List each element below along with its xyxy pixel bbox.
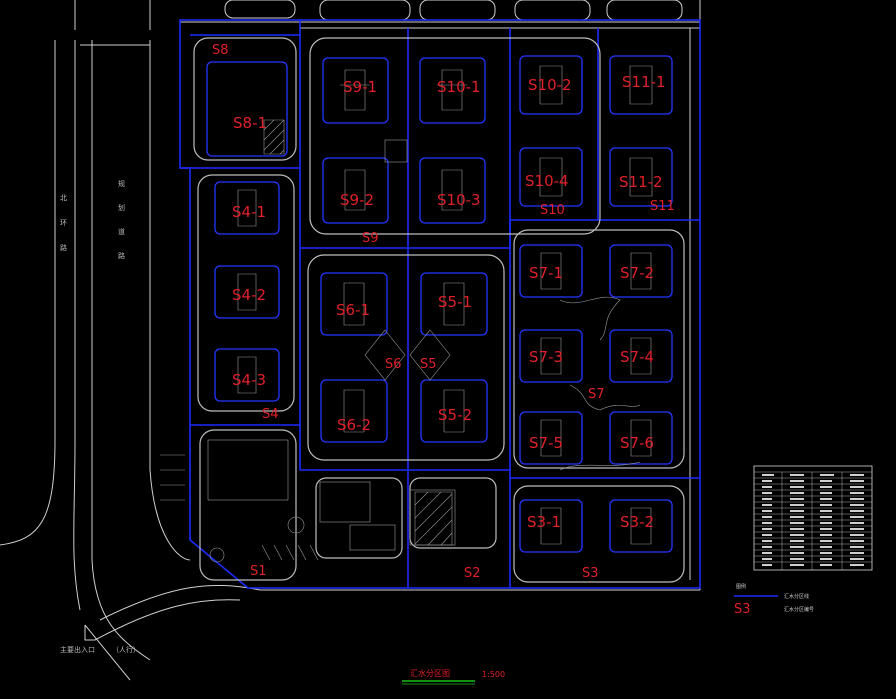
hatched-areas xyxy=(160,119,453,561)
subzone-label: S9-2 xyxy=(340,191,374,209)
zone-label-S8: S8 xyxy=(212,43,229,58)
zone-boundaries xyxy=(179,19,701,589)
entrance-label: 主要出入口 xyxy=(60,645,95,654)
zone-label-S4: S4 xyxy=(262,407,279,422)
legend-header: 图例 xyxy=(736,583,746,590)
subzone-label: S6-1 xyxy=(336,301,370,319)
subzone-label: S7-3 xyxy=(529,348,563,366)
subzone-label: S7-6 xyxy=(620,434,654,452)
entrance-note: （人行） xyxy=(112,645,140,654)
legend-line-desc: 汇水分区线 xyxy=(784,593,809,600)
block-outlines xyxy=(193,37,685,583)
subzone-label: S7-1 xyxy=(529,264,563,282)
subzone-label: S9-1 xyxy=(343,78,377,96)
road-network xyxy=(0,0,701,681)
subzone-label: S3-1 xyxy=(527,513,561,531)
subzone-label: S10-1 xyxy=(437,78,481,96)
subzone-label: S7-5 xyxy=(529,434,563,452)
subzone-label: S11-1 xyxy=(622,73,666,91)
zone-label-S3: S3 xyxy=(582,566,599,581)
road-label-left-3: 路 xyxy=(60,243,67,252)
zone-label-S5: S5 xyxy=(420,357,437,372)
zone-label-S9: S9 xyxy=(362,231,379,246)
zone-labels: S1 S2 S3 S4 S5 S6 S7 S8 S9 S10 S11 xyxy=(212,43,675,581)
road-label-right-4: 路 xyxy=(118,251,125,260)
drawing-scale: 1:500 xyxy=(482,670,505,679)
subzone-label: S10-4 xyxy=(525,172,569,190)
subzone-label: S7-4 xyxy=(620,348,654,366)
zone-label-S11: S11 xyxy=(650,199,675,214)
subzone-label: S4-3 xyxy=(232,371,266,389)
subzone-label: S10-2 xyxy=(528,76,572,94)
subzone-label: S5-2 xyxy=(438,406,472,424)
road-label-right-1: 规 xyxy=(118,179,125,188)
subzone-label: S11-2 xyxy=(619,173,663,191)
subzone-label: S3-2 xyxy=(620,513,654,531)
drawing-title-block: 汇水分区图 1:500 xyxy=(402,668,505,685)
zone-label-S2: S2 xyxy=(464,566,481,581)
subzone-label: S6-2 xyxy=(337,416,371,434)
road-label-left-2: 环 xyxy=(60,219,67,227)
subzone-label: S4-1 xyxy=(232,203,266,221)
subzone-label: S4-2 xyxy=(232,286,266,304)
road-label-left-1: 北 xyxy=(60,194,67,202)
subzone-label: S7-2 xyxy=(620,264,654,282)
subzone-label: S10-3 xyxy=(437,191,481,209)
legend: 图例 汇水分区线 S3 汇水分区编号 xyxy=(734,583,814,617)
drawing-title: 汇水分区图 xyxy=(410,668,450,678)
road-label-right-3: 道 xyxy=(118,227,125,236)
road-labels: 北 环 路 规 划 道 路 主要出入口 （人行） xyxy=(60,179,140,654)
legend-label-desc: 汇水分区编号 xyxy=(784,606,814,613)
zone-label-S10: S10 xyxy=(540,203,565,218)
buildings xyxy=(206,55,673,553)
zone-label-S6: S6 xyxy=(385,357,402,372)
zone-label-S1: S1 xyxy=(250,564,267,579)
subzone-label: S8-1 xyxy=(233,114,267,132)
building-details xyxy=(207,65,653,563)
subzone-labels: S8-1 S9-1 S10-1 S10-2 S11-1 S9-2 S10-3 S… xyxy=(232,73,666,531)
zone-label-S7: S7 xyxy=(588,387,605,402)
subzone-label: S5-1 xyxy=(438,293,472,311)
road-label-right-2: 划 xyxy=(118,203,125,212)
legend-zone-label-sample: S3 xyxy=(734,602,751,617)
statistics-table[interactable] xyxy=(753,465,873,571)
